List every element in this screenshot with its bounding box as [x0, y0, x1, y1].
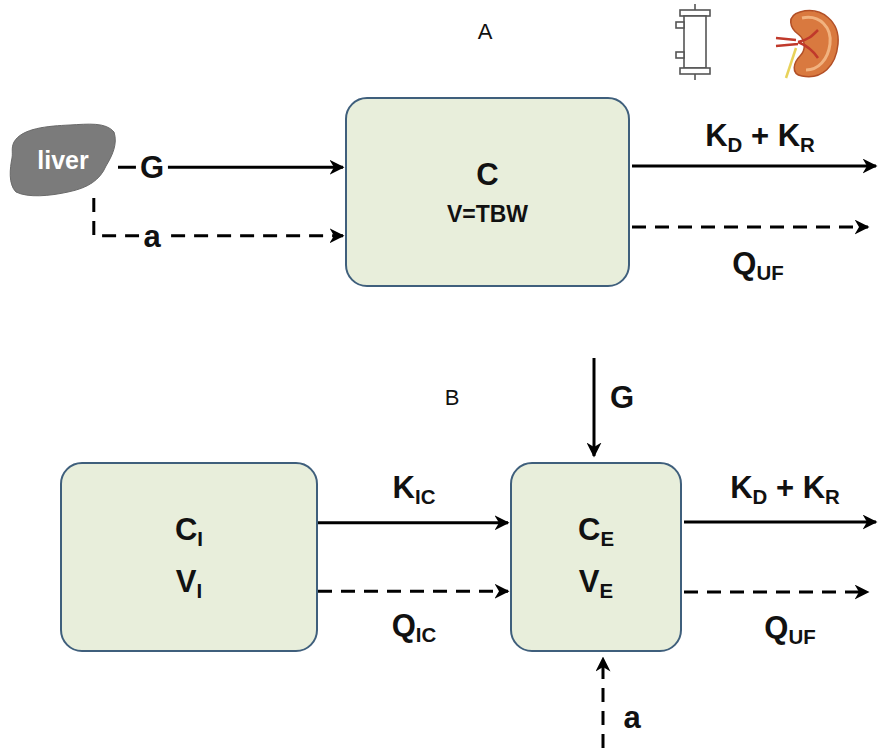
ultrafiltration-arrow	[684, 591, 868, 594]
liver-outline	[10, 124, 115, 196]
compartment-volume: VI	[176, 564, 202, 602]
generation-label: G	[610, 381, 634, 415]
dialyzer-icon	[676, 4, 710, 80]
outflow-arrow	[632, 165, 876, 168]
kidney-icon	[776, 11, 838, 78]
liver-shape: liver	[8, 122, 118, 198]
flow-label: QIC	[392, 609, 437, 646]
intercompartment-flow	[318, 590, 508, 593]
compartment-name: CE	[578, 512, 614, 550]
panel-letter: B	[445, 386, 460, 410]
compartment-volume: V=TBW	[447, 201, 528, 227]
compartment-volume: VE	[579, 564, 613, 602]
compartment-name: C	[476, 157, 498, 193]
ultrafiltration-arrow	[632, 226, 868, 229]
rate-label: a	[623, 701, 640, 735]
panel-letter: A	[478, 20, 493, 44]
flow-label: G	[136, 151, 168, 185]
generation-arrow	[593, 358, 596, 456]
flow-label: a	[139, 220, 164, 254]
outflow-arrow	[684, 521, 876, 524]
alpha-arrow	[602, 658, 605, 748]
intercompartment-clearance	[318, 521, 508, 524]
compartment-box: CI VI	[60, 462, 318, 652]
clearance-label: KD + KR	[705, 119, 815, 156]
compartment-name: CI	[175, 512, 203, 550]
compartment-box: CE VE	[510, 462, 682, 652]
flow-label: KIC	[393, 471, 436, 508]
compartment-name: liver	[37, 146, 88, 175]
clearance-label: KD + KR	[730, 471, 840, 508]
flow-label: QUF	[764, 611, 815, 648]
flow-label: QUF	[732, 247, 783, 284]
compartment-box: C V=TBW	[345, 97, 630, 287]
rate-flow	[94, 198, 343, 236]
